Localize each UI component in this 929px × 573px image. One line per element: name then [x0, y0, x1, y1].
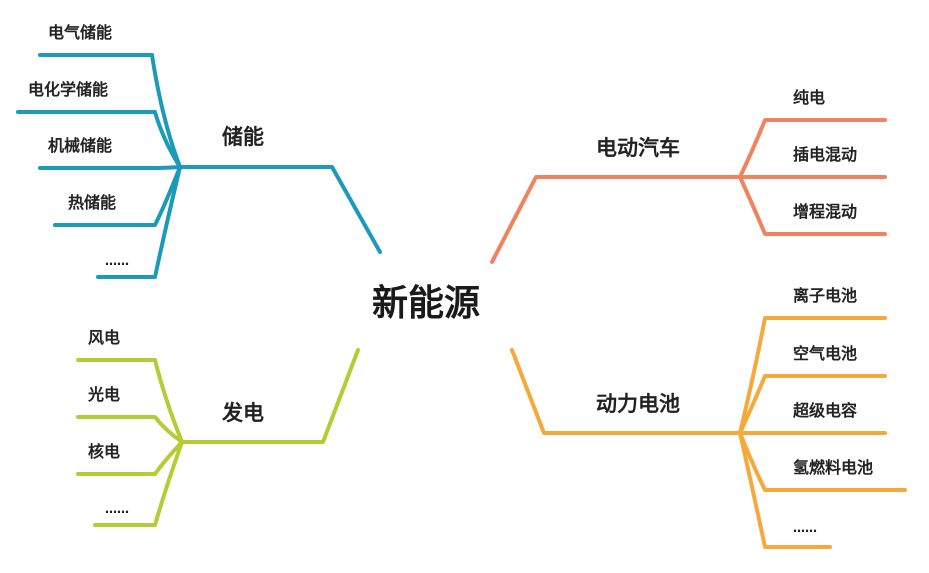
leaf-generation-item: 核电 [88, 442, 121, 461]
storage-leaf-connector [38, 53, 182, 169]
leaf-battery-item: …… [793, 521, 817, 535]
battery-leaf-connector [738, 316, 887, 435]
leaf-battery-item: 超级电容 [793, 401, 858, 420]
storage-leaf-connector [16, 110, 182, 169]
storage-trunk [178, 165, 382, 254]
storage-leaf-connector [96, 165, 182, 279]
generation-leaf-connector [76, 415, 184, 444]
branch-ev-label: 电动汽车 [596, 136, 680, 160]
leaf-generation-item: 风电 [88, 328, 121, 347]
branch-battery-label: 动力电池 [596, 392, 680, 416]
generation-leaf-connector [76, 358, 184, 444]
leaf-ev-item: 插电混动 [793, 145, 858, 164]
generation-connectors [76, 348, 360, 527]
storage-connectors [16, 53, 382, 279]
leaf-generation-item: …… [105, 502, 129, 516]
leaf-storage-item: 机械储能 [48, 136, 113, 155]
ev-leaf-connector [738, 175, 887, 236]
battery-leaf-connector [738, 431, 832, 549]
generation-leaf-connector [76, 440, 184, 476]
leaf-battery-item: 氢燃料电池 [793, 458, 874, 477]
battery-leaf-connector [738, 374, 887, 435]
leaf-storage-item: 热储能 [68, 193, 117, 212]
leaf-battery-item: 离子电池 [793, 286, 858, 305]
leaf-ev-item: 增程混动 [793, 202, 858, 221]
leaf-battery-item: 空气电池 [793, 344, 858, 363]
branch-storage-label: 储能 [222, 125, 264, 149]
ev-leaf-connector [738, 118, 887, 179]
leaf-storage-item: 电化学储能 [28, 80, 109, 99]
battery-connectors [510, 316, 907, 549]
generation-leaf-connector [93, 440, 184, 527]
leaf-generation-item: 光电 [88, 385, 121, 404]
generation-trunk [180, 348, 360, 444]
branch-generation-label: 发电 [222, 401, 264, 425]
ev-connectors [490, 118, 887, 264]
center-topic: 新能源 [372, 283, 481, 324]
storage-leaf-connector [38, 165, 182, 170]
leaf-storage-item: …… [105, 254, 129, 268]
leaf-ev-item: 纯电 [793, 88, 826, 107]
leaf-storage-item: 电气储能 [48, 23, 113, 42]
battery-trunk [510, 348, 742, 435]
ev-trunk [490, 175, 742, 264]
